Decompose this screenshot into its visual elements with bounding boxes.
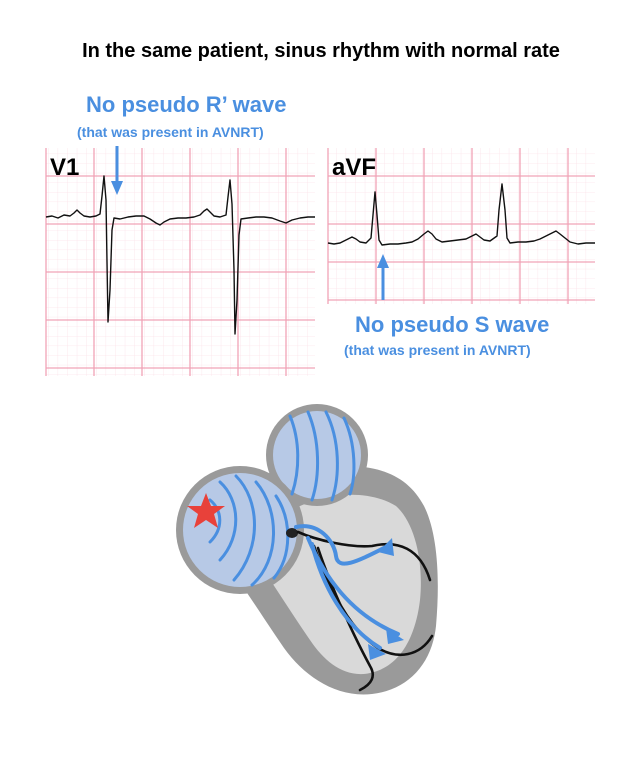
page-title: In the same patient, sinus rhythm with n… <box>82 40 560 62</box>
up-arrow-icon <box>377 254 389 300</box>
v1-annotation-main: No pseudo R’ wave <box>86 92 287 117</box>
v1-lead-label: V1 <box>50 154 80 181</box>
v1-ecg-strip <box>45 148 315 376</box>
v1-trace <box>45 175 315 335</box>
avf-annotation-sub: (that was present in AVNRT) <box>344 342 531 358</box>
avf-annotation-main: No pseudo S wave <box>355 312 550 337</box>
avf-ecg-strip <box>327 148 595 304</box>
star-icon <box>187 493 225 528</box>
avf-grid <box>327 148 595 304</box>
atrial-activation-waves <box>208 410 356 587</box>
v1-annotation-sub: (that was present in AVNRT) <box>77 124 264 140</box>
heart-diagram <box>176 404 438 695</box>
avf-trace <box>327 183 595 246</box>
down-arrow-icon <box>111 146 123 195</box>
avf-lead-label: aVF <box>332 154 377 181</box>
activation-path <box>294 524 400 650</box>
